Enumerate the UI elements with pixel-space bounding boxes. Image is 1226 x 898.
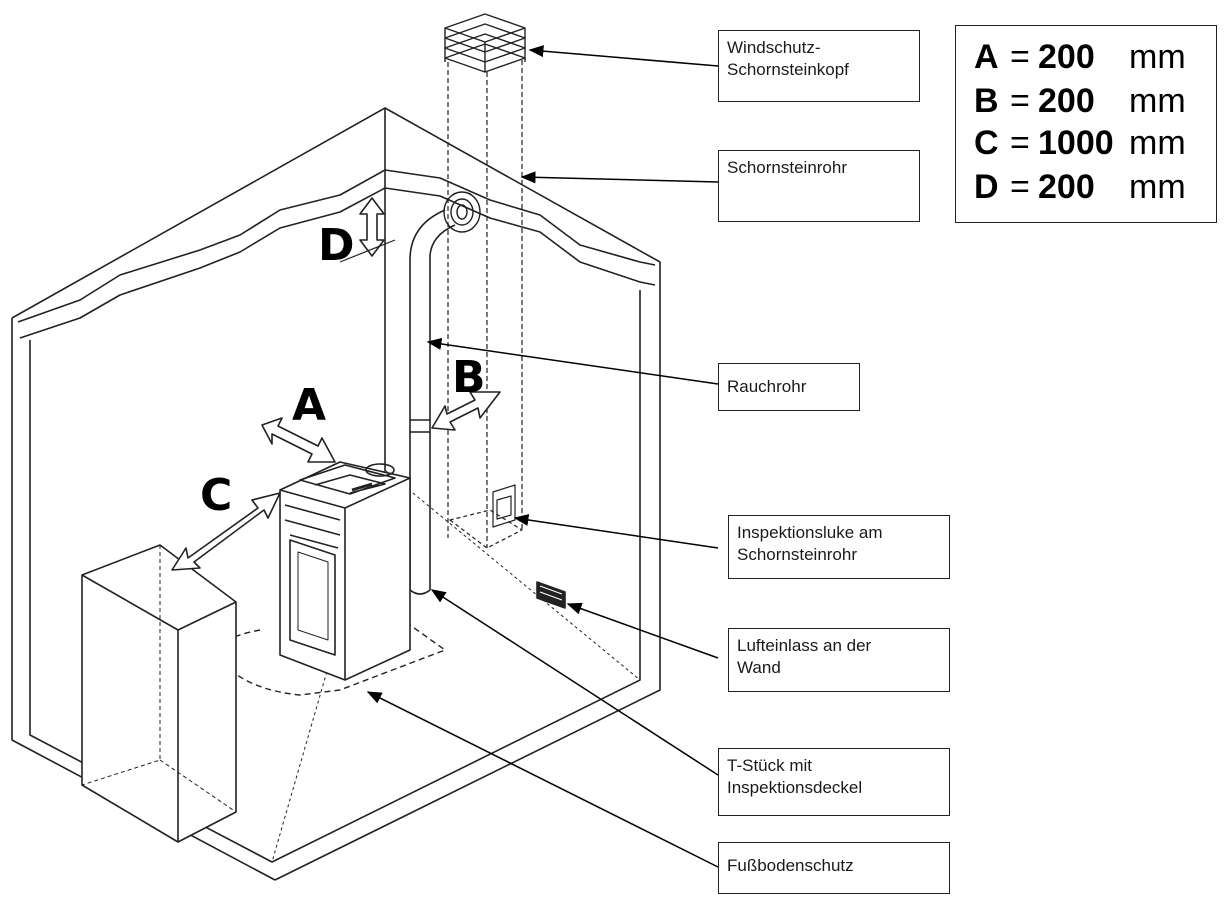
furniture-cabinet: [81, 544, 237, 843]
callout-fussbodenschutz: Fußbodenschutz: [718, 842, 950, 894]
wall-thimble: [443, 191, 481, 233]
pellet-stove: [279, 461, 411, 681]
callout-tstueck: T-Stück mit Inspektionsdeckel: [718, 748, 950, 816]
leader-inspektionsluke: [513, 514, 719, 549]
arrow-a: [261, 417, 336, 463]
callout-rauchrohr: Rauchrohr: [718, 363, 860, 411]
arrow-c: [171, 492, 281, 571]
smoke-pipe: [409, 255, 431, 595]
inner-wall-left: [29, 290, 641, 863]
label-c: C: [200, 470, 232, 521]
label-b: B: [452, 352, 486, 403]
leader-windschutz: [528, 45, 719, 67]
crown-moulding: [17, 169, 656, 339]
dimensions-legend: A = 200 mm B = 200 mm C = 1000 mm D = 20…: [955, 25, 1217, 223]
callout-schornsteinrohr: Schornsteinrohr: [718, 150, 920, 222]
arrow-d: [359, 197, 385, 257]
leader-rauchrohr: [426, 337, 719, 385]
callout-windschutz-schornsteinkopf: Windschutz- Schornsteinkopf: [718, 30, 920, 102]
chimney-cap: [444, 13, 526, 73]
chimney-pipe: [447, 60, 523, 548]
leader-fussboden: [366, 691, 719, 868]
leader-lufteinlass: [566, 602, 719, 659]
callout-lufteinlass: Lufteinlass an der Wand: [728, 628, 950, 692]
leader-tstueck: [430, 589, 719, 776]
chimney-base: [449, 509, 523, 549]
label-d: D: [318, 220, 355, 271]
wall-air-inlet: [536, 581, 566, 609]
label-a: A: [292, 380, 326, 431]
arrow-b: [431, 391, 501, 431]
callout-inspektionsluke: Inspektionsluke am Schornsteinrohr: [728, 515, 950, 579]
smoke-pipe-elbow: [409, 209, 456, 433]
chimney-inspection-hatch: [492, 484, 516, 528]
leader-schornsteinrohr: [520, 171, 719, 184]
